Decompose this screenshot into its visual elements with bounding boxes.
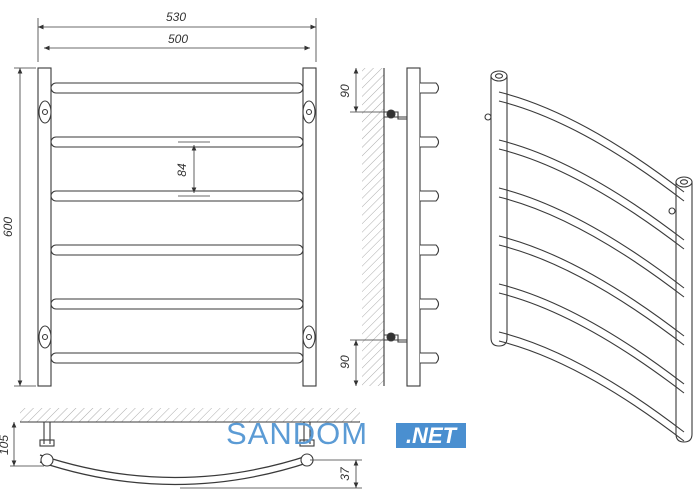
mount-brackets	[38, 100, 316, 349]
curved-rail-5-a	[498, 283, 685, 385]
curved-rail-4-b	[498, 244, 685, 346]
curved-rail-3-b	[498, 196, 685, 298]
curved-rail-6-b	[498, 340, 685, 442]
curved-rail-6-a	[498, 331, 685, 433]
side-rail-6	[420, 352, 440, 364]
rail-2	[50, 136, 304, 148]
watermark-suffix: .NET	[406, 423, 458, 448]
dim-rail-spacing: 84	[175, 163, 189, 177]
side-rail-4	[420, 244, 440, 256]
dim-bottom-mount: 90	[338, 355, 352, 369]
side-view	[350, 67, 440, 387]
left-post	[37, 67, 52, 387]
watermark-logo: SANDOM .NET	[226, 416, 466, 451]
curved-rail-1-a	[498, 91, 685, 193]
dim-outer-width: 530	[166, 10, 186, 24]
top-view	[10, 408, 362, 489]
side-rail-1	[420, 82, 440, 94]
rail-3	[50, 190, 304, 202]
dim-top-mount: 90	[338, 84, 352, 98]
curved-rail-2-b	[498, 148, 685, 250]
side-rail-2	[420, 136, 440, 148]
watermark-badge	[396, 423, 466, 448]
rail-5	[50, 298, 304, 310]
curved-rail-4-a	[498, 235, 685, 337]
dimension-lines	[14, 18, 317, 387]
rails	[50, 82, 304, 364]
rail-1	[50, 82, 304, 94]
front-view	[37, 67, 317, 387]
dim-height: 600	[1, 217, 15, 237]
dim-bow: 37	[338, 466, 352, 481]
perspective-view	[484, 70, 693, 443]
watermark-brand: SANDOM	[226, 416, 368, 451]
right-post	[302, 67, 317, 387]
rail-6	[50, 352, 304, 364]
side-rail-5	[420, 298, 440, 310]
side-rail-3	[420, 190, 440, 202]
curved-rail-5-b	[498, 292, 685, 394]
curved-rail-2-a	[498, 139, 685, 241]
dim-inner-width: 500	[168, 32, 188, 46]
curved-rail-3-a	[498, 187, 685, 289]
rail-4	[50, 244, 304, 256]
dim-depth: 105	[0, 435, 11, 455]
curved-rail-1-b	[498, 100, 685, 202]
